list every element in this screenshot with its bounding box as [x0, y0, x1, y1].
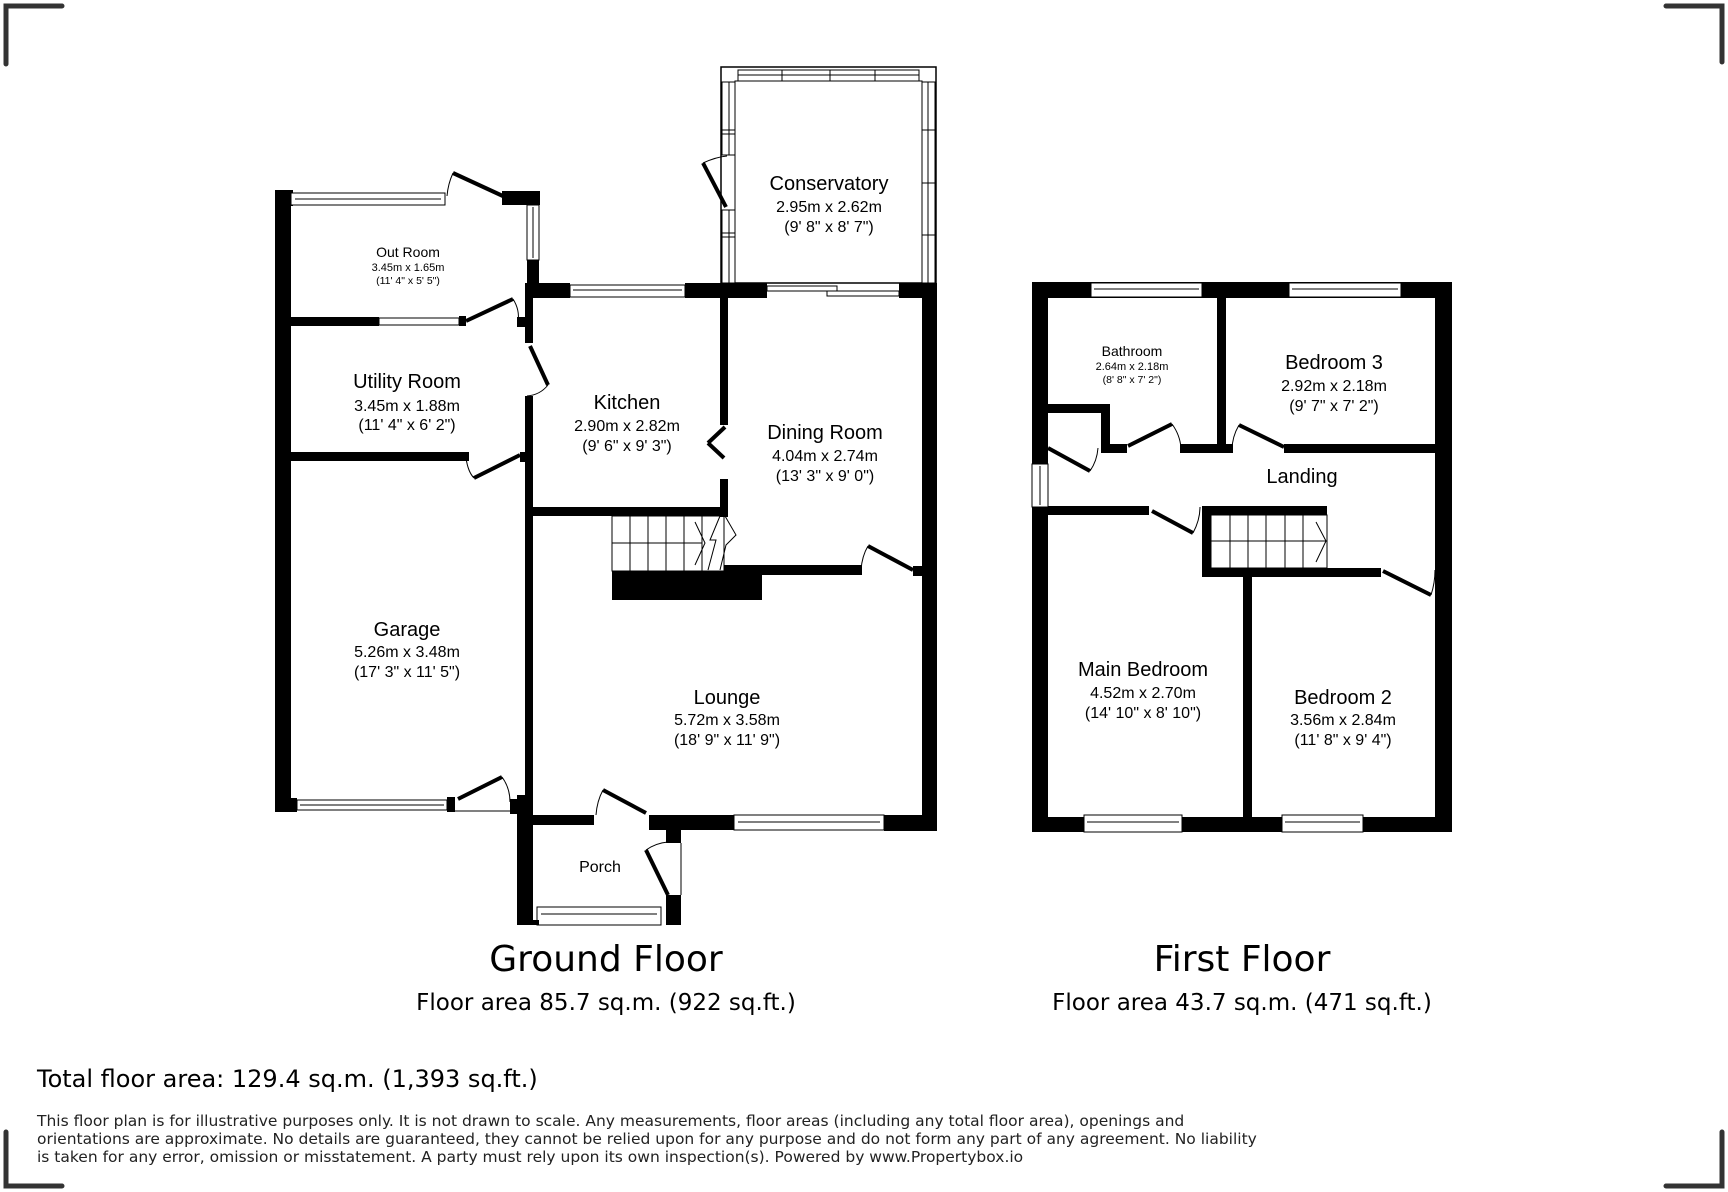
first-floor-area: Floor area 43.7 sq.m. (471 sq.ft.): [1052, 990, 1432, 1016]
room-size-conservatory: 2.95m x 2.62m: [776, 199, 882, 216]
room-name-landing: Landing: [1266, 466, 1337, 488]
room-size-imperial-kitchen: (9' 6" x 9' 3"): [582, 438, 672, 455]
ground-floor-title: Ground Floor: [489, 939, 723, 980]
room-size-bedroom-2: 3.56m x 2.84m: [1290, 712, 1396, 729]
stairs-ground: [611, 515, 737, 572]
room-name-bedroom-2: Bedroom 2: [1294, 687, 1392, 709]
first-floor-title: First Floor: [1153, 939, 1331, 980]
room-name-kitchen: Kitchen: [594, 392, 661, 414]
room-size-imperial-bathroom: (8' 8" x 7' 2"): [1103, 374, 1162, 386]
room-name-dining-room: Dining Room: [767, 422, 883, 444]
ground-floor-room-labels: Out Room 3.45m x 1.65m (11' 4" x 5' 5") …: [353, 173, 888, 876]
room-name-garage: Garage: [374, 619, 441, 641]
total-floor-area: Total floor area: 129.4 sq.m. (1,393 sq.…: [37, 1065, 538, 1093]
room-name-out-room: Out Room: [376, 244, 440, 260]
room-size-imperial-bedroom-2: (11' 8" x 9' 4"): [1294, 732, 1391, 749]
corner-marks: [3, 3, 1725, 1189]
room-name-bedroom-3: Bedroom 3: [1285, 352, 1383, 374]
room-name-conservatory: Conservatory: [770, 173, 889, 195]
room-size-imperial-conservatory: (9' 8" x 8' 7"): [784, 219, 874, 236]
room-size-main-bedroom: 4.52m x 2.70m: [1090, 685, 1196, 702]
first-floor-plan: [1031, 282, 1452, 833]
room-name-utility-room: Utility Room: [353, 371, 461, 393]
room-size-out-room: 3.45m x 1.65m: [372, 262, 445, 274]
room-size-imperial-garage: (17' 3" x 11' 5"): [354, 664, 460, 681]
ground-floor-plan: [275, 66, 937, 926]
room-size-bathroom: 2.64m x 2.18m: [1096, 361, 1169, 373]
room-size-utility-room: 3.45m x 1.88m: [354, 398, 460, 415]
room-name-main-bedroom: Main Bedroom: [1078, 659, 1208, 681]
room-size-lounge: 5.72m x 3.58m: [674, 712, 780, 729]
room-name-porch: Porch: [579, 859, 621, 876]
room-name-bathroom: Bathroom: [1102, 343, 1163, 359]
first-floor-caption: First Floor Floor area 43.7 sq.m. (471 s…: [1052, 940, 1432, 1018]
room-size-imperial-utility-room: (11' 4" x 6' 2"): [358, 417, 455, 434]
room-size-bedroom-3: 2.92m x 2.18m: [1281, 378, 1387, 395]
room-name-lounge: Lounge: [694, 687, 761, 709]
room-size-imperial-bedroom-3: (9' 7" x 7' 2"): [1289, 398, 1379, 415]
room-size-garage: 5.26m x 3.48m: [354, 644, 460, 661]
room-size-imperial-dining-room: (13' 3" x 9' 0"): [776, 468, 874, 485]
stairs-first-floor: [1202, 506, 1381, 577]
ground-floor-area: Floor area 85.7 sq.m. (922 sq.ft.): [416, 990, 796, 1016]
room-size-imperial-lounge: (18' 9" x 11' 9"): [674, 732, 780, 749]
ground-floor-caption: Ground Floor Floor area 85.7 sq.m. (922 …: [416, 940, 796, 1018]
room-size-kitchen: 2.90m x 2.82m: [574, 418, 680, 435]
disclaimer-text: This floor plan is for illustrative purp…: [37, 1112, 1257, 1166]
room-size-dining-room: 4.04m x 2.74m: [772, 448, 878, 465]
room-size-imperial-out-room: (11' 4" x 5' 5"): [376, 275, 440, 287]
first-floor-room-labels: Bathroom 2.64m x 2.18m (8' 8" x 7' 2") B…: [1078, 343, 1396, 749]
room-size-imperial-main-bedroom: (14' 10" x 8' 10"): [1085, 705, 1201, 722]
